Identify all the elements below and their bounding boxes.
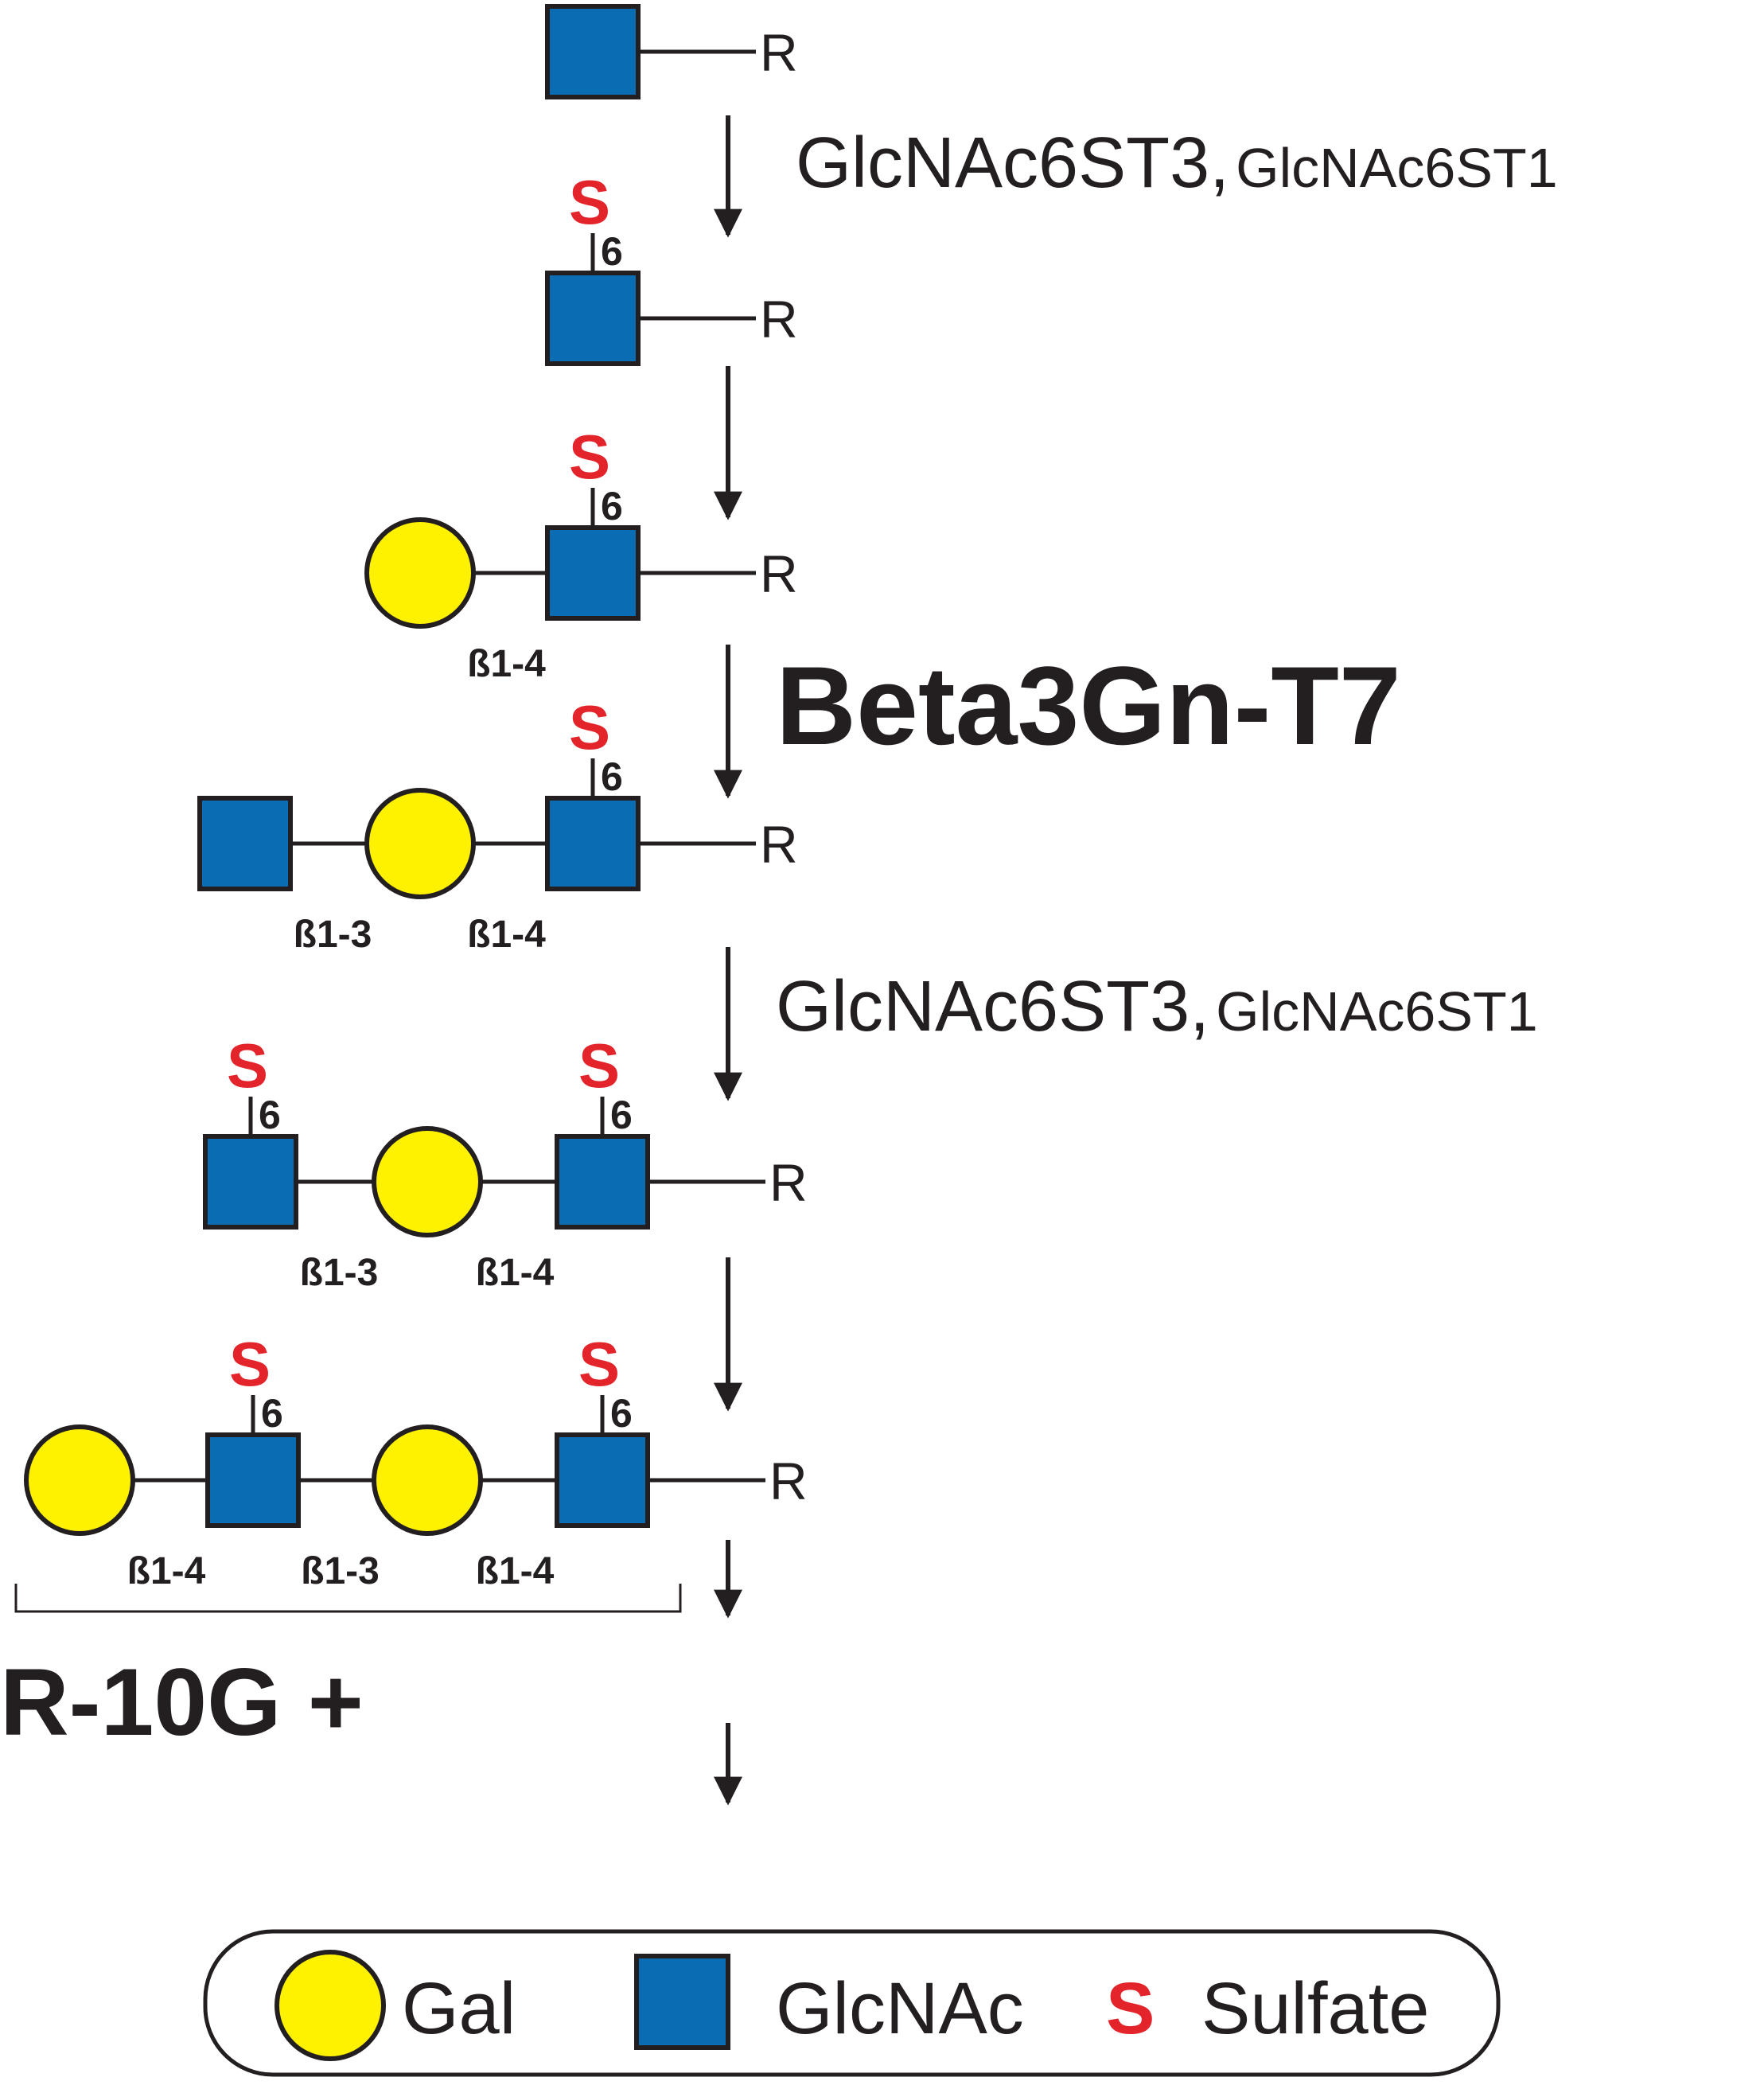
linkage-label: ß1-3 [300, 1252, 379, 1294]
linkage-label: ß1-3 [294, 914, 372, 956]
glycan-structure: R 6S [545, 167, 798, 366]
reducing-end-label: R [760, 23, 798, 82]
glycan-structure: R [545, 4, 798, 99]
sulfate-symbol: S [569, 422, 610, 492]
glcnac-residue [555, 1134, 650, 1230]
reducing-end-label: R [760, 290, 798, 349]
sulfate-symbol: S [229, 1329, 271, 1399]
sulfate-position-label: 6 [601, 484, 623, 528]
reducing-end-label: R [769, 1153, 808, 1212]
enzyme-step4-sub: GlcNAc6ST1 [1216, 980, 1538, 1042]
linkage-label: ß1-4 [127, 1550, 206, 1592]
glcnac-residue [545, 796, 641, 891]
enzyme-step4-main: GlcNAc6ST3, [776, 967, 1209, 1046]
linkage-label: ß1-4 [476, 1252, 555, 1294]
glcnac-residue [545, 4, 641, 99]
legend-glcnac-icon [634, 1954, 730, 2050]
glcnac-residue [205, 1432, 301, 1528]
repeat-bracket [14, 1584, 682, 1613]
glcnac-residue [555, 1432, 650, 1528]
legend: Gal GlcNAc S Sulfate [203, 1929, 1501, 2077]
sulfate-position-label: 6 [601, 754, 623, 799]
sulfate-symbol: S [578, 1329, 620, 1399]
enzyme-step1-sub: GlcNAc6ST1 [1236, 137, 1558, 199]
sulfate-symbol: S [569, 692, 610, 762]
glcnac-residue [545, 525, 641, 621]
legend-gal-label: Gal [402, 1968, 516, 2049]
sulfate-symbol: S [569, 167, 610, 237]
linkage-label: ß1-3 [301, 1550, 380, 1592]
linkage-label: ß1-4 [467, 643, 546, 685]
sulfate-position-label: 6 [610, 1391, 633, 1436]
enzyme-label-step3: Beta3Gn-T7 [776, 643, 1401, 768]
sulfate-symbol: S [578, 1031, 620, 1101]
reducing-end-label: R [760, 544, 798, 603]
legend-box [203, 1929, 1501, 2077]
sulfate-symbol: S [227, 1031, 268, 1101]
legend-gal-icon [275, 1950, 386, 2061]
enzyme-step1-main: GlcNAc6ST3, [796, 123, 1229, 203]
gal-residue [364, 517, 476, 629]
gal-residue [372, 1424, 483, 1536]
linkage-label: ß1-4 [467, 914, 546, 956]
glcnac-residue [197, 796, 293, 891]
gal-residue [24, 1424, 135, 1536]
linkage-label: ß1-4 [476, 1550, 555, 1592]
glcnac-residue [545, 271, 641, 366]
enzyme-label-step4: GlcNAc6ST3,GlcNAc6ST1 [776, 967, 1538, 1046]
glcnac-residue [203, 1134, 298, 1230]
product-label: R-10G + [0, 1649, 364, 1756]
enzyme-label-step1: GlcNAc6ST3,GlcNAc6ST1 [796, 123, 1558, 203]
legend-sulfate-icon: S [1106, 1968, 1155, 2049]
sulfate-position-label: 6 [259, 1093, 281, 1137]
reducing-end-label: R [760, 815, 798, 874]
legend-glcnac-label: GlcNAc [776, 1968, 1024, 2049]
reducing-end-label: R [769, 1452, 808, 1510]
gal-residue [364, 788, 476, 899]
sulfate-position-label: 6 [610, 1093, 633, 1137]
gal-residue [372, 1126, 483, 1237]
sulfate-position-label: 6 [601, 229, 623, 274]
sulfate-position-label: 6 [261, 1391, 283, 1436]
legend-sulfate-label: Sulfate [1201, 1968, 1429, 2049]
